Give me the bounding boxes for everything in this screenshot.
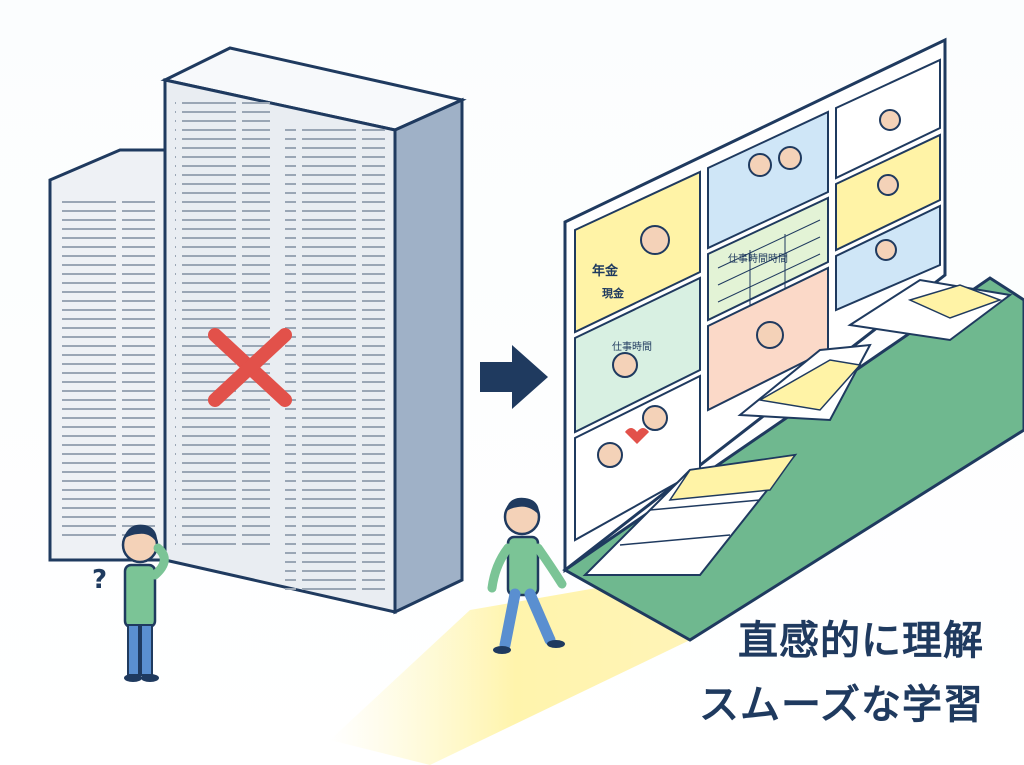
document-stack-back bbox=[48, 148, 167, 562]
tagline-line-1: 直感的に理解 bbox=[732, 608, 990, 666]
tagline-text-1: 直感的に理解 bbox=[738, 618, 984, 664]
pension-label: 年金 bbox=[592, 263, 619, 279]
light-path bbox=[330, 570, 700, 765]
cash-label: 現金 bbox=[602, 286, 625, 300]
manga-wall: 年金 現金 仕事時間 仕事時間時間 bbox=[563, 37, 947, 574]
walking-person bbox=[487, 497, 567, 654]
work-hours-label: 仕事時間 bbox=[612, 340, 652, 353]
tagline-text-2: スムーズな学習 bbox=[699, 682, 984, 728]
confused-person: ? bbox=[92, 524, 169, 682]
manga-panel-5 bbox=[707, 196, 829, 322]
tagline-line-2: スムーズな学習 bbox=[693, 672, 990, 730]
ramp-panels bbox=[582, 278, 1013, 576]
arrow-right-icon bbox=[480, 345, 548, 409]
manga-panel-4 bbox=[707, 110, 829, 250]
question-mark-icon: ? bbox=[92, 565, 107, 595]
manga-panel-1 bbox=[574, 170, 701, 334]
red-x-icon bbox=[208, 328, 292, 407]
manga-panel-2 bbox=[574, 276, 701, 434]
document-stack-front bbox=[160, 46, 467, 615]
schedule-title-label: 仕事時間時間 bbox=[728, 252, 788, 265]
